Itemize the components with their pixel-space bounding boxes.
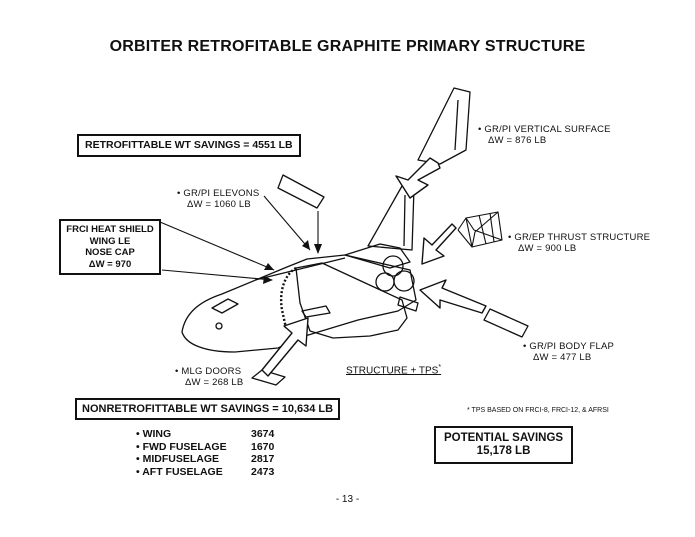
body-flap-dw: ΔW = 477 LB xyxy=(533,352,592,363)
body-flap-part xyxy=(483,308,529,338)
list-item-value: 2473 xyxy=(251,465,275,478)
list-item: • AFT FUSELAGE 2473 xyxy=(136,466,291,479)
retrofittable-savings-box: RETROFITTABLE WT SAVINGS = 4551 LB xyxy=(77,134,301,157)
page-number: - 13 - xyxy=(335,494,360,505)
main-engine-1 xyxy=(382,255,404,277)
frci-heat-shield-box: FRCI HEAT SHIELD WING LE NOSE CAP ΔW = 9… xyxy=(59,219,161,275)
main-engine-2 xyxy=(393,270,415,292)
frci-arrowhead-2 xyxy=(263,276,273,284)
mlg-doors-label: • MLG DOORS ΔW = 268 LB xyxy=(175,366,243,388)
frci-line-4: ΔW = 970 xyxy=(88,258,132,270)
frci-line-2: WING LE xyxy=(89,235,131,247)
list-item: • MIDFUSELAGE 2817 xyxy=(136,453,291,466)
list-item-value: 3674 xyxy=(251,428,275,440)
orbiter-vertical-tail xyxy=(367,185,415,251)
thrust-structure-part xyxy=(457,211,503,248)
structure-tps-label: STRUCTURE + TPS* xyxy=(346,364,441,376)
orbiter-hatch xyxy=(215,322,223,330)
list-item-name: • FWD FUSELAGE xyxy=(136,440,227,453)
body-flap-label: • GR/PI BODY FLAP ΔW = 477 LB xyxy=(523,341,614,363)
orbiter-rudder-line xyxy=(403,194,406,247)
frci-line-1: FRCI HEAT SHIELD xyxy=(66,224,154,235)
arrow-vertical-surface xyxy=(395,157,441,199)
frci-arrowhead-1 xyxy=(264,263,274,270)
frci-leader-1 xyxy=(159,221,275,271)
potential-savings-value: 15,178 LB xyxy=(476,445,531,457)
list-item-name: • WING xyxy=(136,428,172,440)
elevons-name: • GR/PI ELEVONS xyxy=(177,188,260,199)
list-item-value: 2817 xyxy=(251,453,275,465)
oms-pod xyxy=(344,243,411,269)
potential-savings-title: POTENTIAL SAVINGS xyxy=(444,432,564,444)
potential-savings-box: POTENTIAL SAVINGS 15,178 LB xyxy=(434,426,574,464)
arrow-thrust-structure xyxy=(421,223,457,265)
elevons-arrowhead-2 xyxy=(314,244,322,254)
orbiter-wing xyxy=(295,262,408,339)
elevons-dw: ΔW = 1060 LB xyxy=(187,199,251,210)
nonretrofittable-list: • WING 3674 • FWD FUSELAGE 1670 • MIDFUS… xyxy=(136,428,291,478)
vertical-surface-rudder xyxy=(454,99,459,151)
body-flap-name: • GR/PI BODY FLAP xyxy=(523,341,615,352)
mlg-door-panel xyxy=(301,305,331,318)
list-item-value: 1670 xyxy=(251,440,275,453)
elevon-part xyxy=(277,174,325,209)
structure-tps-mark: * xyxy=(438,364,442,371)
vertical-surface-dw: ΔW = 876 LB xyxy=(488,135,547,146)
vertical-surface-name: • GR/PI VERTICAL SURFACE xyxy=(478,124,611,135)
frci-line-3: NOSE CAP xyxy=(85,247,135,258)
frci-leader-2 xyxy=(161,269,273,281)
mlg-door-part xyxy=(251,369,286,386)
list-item: • WING 3674 xyxy=(136,428,291,441)
page-title: ORBITER RETROFITABLE GRAPHITE PRIMARY ST… xyxy=(109,38,586,55)
structure-tps-text: STRUCTURE + TPS xyxy=(346,365,439,377)
payload-bay-line xyxy=(254,257,346,281)
main-engine-3 xyxy=(375,272,395,292)
tps-footnote: * TPS BASED ON FRCI-8, FRCI-12, & AFRSI xyxy=(467,407,609,414)
orbiter-fuselage xyxy=(181,254,417,353)
arrow-mlg-doors xyxy=(261,317,309,377)
mlg-doors-name: • MLG DOORS xyxy=(175,366,242,377)
list-item: • FWD FUSELAGE 1670 xyxy=(136,441,291,454)
thrust-structure-name: • GR/EP THRUST STRUCTURE xyxy=(508,232,651,243)
orbiter-body-flap xyxy=(397,296,419,312)
elevons-leader-1 xyxy=(263,195,311,251)
list-item-name: • AFT FUSELAGE xyxy=(136,465,223,478)
elevons-arrowhead-1 xyxy=(302,240,310,250)
vertical-surface-part xyxy=(417,87,471,165)
thrust-structure-dw: ΔW = 900 LB xyxy=(518,243,577,254)
mlg-doors-dw: ΔW = 268 LB xyxy=(185,377,244,388)
nonretrofittable-savings-box: NONRETROFITTABLE WT SAVINGS = 10,634 LB xyxy=(75,398,341,420)
elevons-label: • GR/PI ELEVONS ΔW = 1060 LB xyxy=(177,188,259,210)
vertical-surface-label: • GR/PI VERTICAL SURFACE ΔW = 876 LB xyxy=(478,124,611,146)
orbiter-windows xyxy=(211,298,239,314)
arrow-body-flap xyxy=(419,279,487,314)
list-item-name: • MIDFUSELAGE xyxy=(136,453,220,465)
wing-leading-edge xyxy=(280,266,297,329)
thrust-structure-label: • GR/EP THRUST STRUCTURE ΔW = 900 LB xyxy=(508,232,650,254)
